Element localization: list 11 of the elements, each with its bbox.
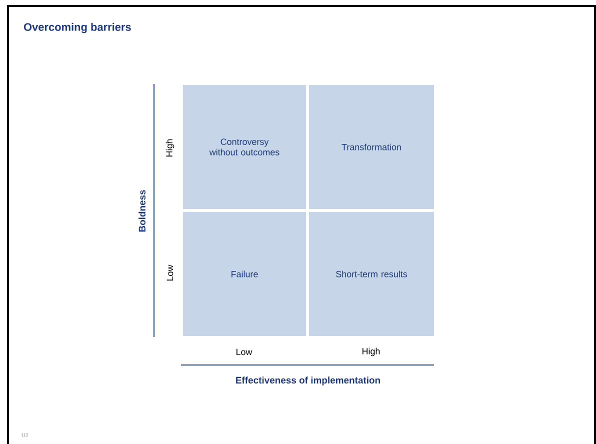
axis-title: Effectiveness of implementation (236, 376, 380, 386)
axis-tick-label: Low (166, 264, 174, 280)
axis-tick-label: Low (236, 348, 252, 356)
axis-tick-label: High (362, 348, 380, 356)
quadrant-box: Short-term results (309, 212, 434, 336)
quadrant-box: Failure (183, 212, 306, 336)
axis-title: Boldness (138, 190, 146, 232)
quadrant-box: Transformation (309, 85, 434, 209)
quadrant-box: Controversy without outcomes (183, 85, 306, 209)
axis-tick-label: High (166, 139, 174, 156)
slide-title: Overcoming barriers (24, 22, 131, 34)
